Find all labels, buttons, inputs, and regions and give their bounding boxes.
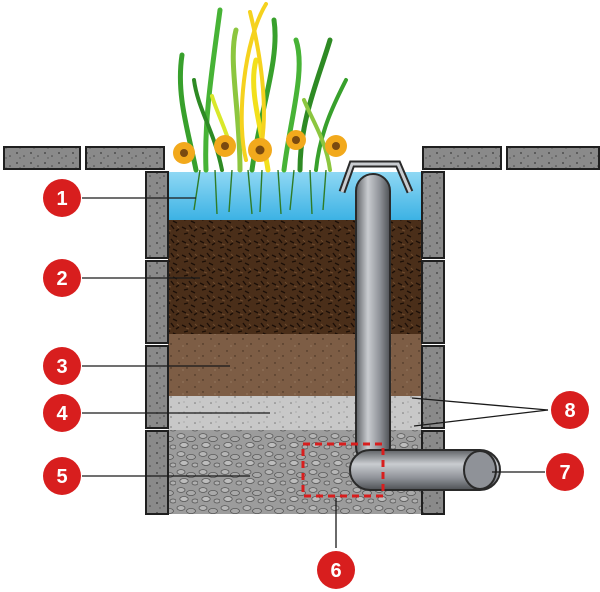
callout-3-number: 3 [56, 356, 67, 378]
callout-7: 7 [546, 453, 584, 491]
left-block-wall [145, 171, 169, 515]
callout-5: 5 [43, 457, 81, 495]
callout-2: 2 [43, 259, 81, 297]
callout-2-number: 2 [56, 268, 67, 290]
callout-6: 6 [317, 551, 355, 589]
surface-paving-left [3, 146, 165, 170]
callout-1-number: 1 [56, 188, 67, 210]
callout-8: 8 [551, 391, 589, 429]
flowers [173, 130, 347, 164]
surface-paving-right [422, 146, 600, 170]
roots [193, 169, 327, 215]
callout-4-number: 4 [56, 403, 68, 425]
callout-7-number: 7 [559, 462, 570, 484]
underdrain-pipe [349, 449, 501, 491]
callout-3: 3 [43, 347, 81, 385]
callout-5-number: 5 [56, 466, 67, 488]
callout-4: 4 [43, 394, 81, 432]
detail-region-box [301, 442, 385, 498]
callout-1: 1 [43, 179, 81, 217]
callout-8-number: 8 [564, 400, 575, 422]
standpipe [338, 160, 414, 465]
callout-6-number: 6 [330, 560, 341, 582]
vegetation [173, 2, 348, 215]
leader-lines [82, 197, 549, 548]
